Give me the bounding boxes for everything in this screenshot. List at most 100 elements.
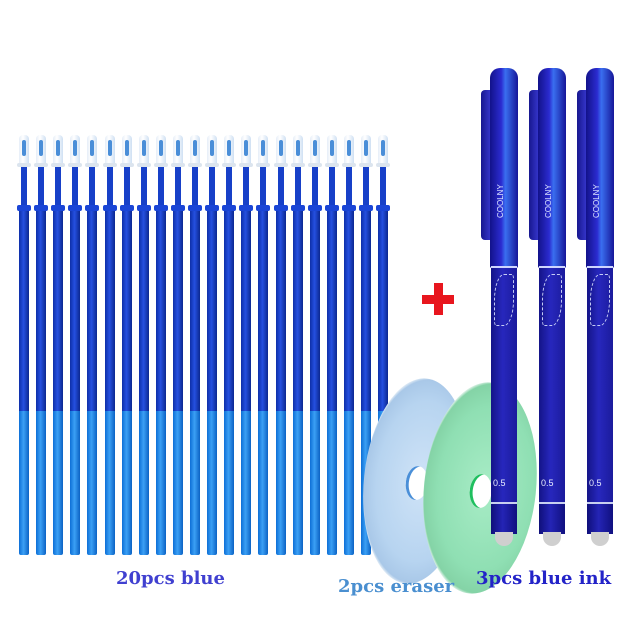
pen-tip-size: 0.5 <box>493 478 506 488</box>
refill-tip <box>309 135 320 165</box>
refill-tip <box>53 135 64 165</box>
refill-tip <box>241 135 252 165</box>
refill-ink-dark <box>378 211 389 411</box>
refill-neck <box>311 167 318 207</box>
refill-ink-dark <box>53 211 64 411</box>
refill <box>256 135 271 557</box>
refill <box>102 135 117 557</box>
refill-neck <box>55 167 62 207</box>
pen-brand: COOLNY <box>496 184 505 218</box>
pen: COOLNY 0.5 <box>529 68 566 546</box>
refill-neck <box>345 167 352 207</box>
refill-collar <box>153 163 168 167</box>
refill-tip <box>190 135 200 165</box>
refill-ink-dark <box>326 211 337 411</box>
pen-swirl-decoration <box>494 274 514 326</box>
refill-ink-dark <box>275 211 286 411</box>
refill-ink-light <box>258 411 269 555</box>
plus-icon <box>422 283 454 315</box>
pen-band <box>491 266 517 268</box>
refill-ink-dark <box>224 211 235 411</box>
pen-cap <box>538 68 566 268</box>
refill-ring <box>153 205 168 211</box>
refill-tip <box>70 135 81 165</box>
refill-collar <box>34 163 49 167</box>
refill-ring <box>273 205 288 211</box>
refill-ink-light <box>275 411 286 555</box>
refill <box>136 135 151 557</box>
refill <box>273 135 288 557</box>
refill-ink-light <box>121 411 132 555</box>
refill <box>170 135 185 557</box>
refill-tip <box>19 135 29 165</box>
refill-tip <box>138 135 149 165</box>
refill-ink-dark <box>309 211 320 411</box>
refill <box>85 135 100 557</box>
refill-neck <box>38 167 45 207</box>
refill-ring <box>51 205 66 211</box>
refill-ink-dark <box>138 211 149 411</box>
refill-ink-light <box>104 411 115 555</box>
refill-ink-light <box>224 411 235 555</box>
refill-collar <box>136 163 151 167</box>
refill-ring <box>376 205 391 211</box>
refill-collar <box>85 163 100 167</box>
refill <box>68 135 83 557</box>
refill-collar <box>17 163 31 167</box>
refill-ink-dark <box>172 211 183 411</box>
refill-tip <box>224 135 235 165</box>
refill-ink-light <box>241 411 252 555</box>
pen-cap <box>586 68 614 268</box>
refill-collar <box>205 163 220 167</box>
pen: COOLNY 0.5 <box>481 68 518 546</box>
refill <box>188 135 202 557</box>
refill-neck <box>89 167 96 207</box>
refill-ink-dark <box>70 211 81 411</box>
refill-ink-light <box>87 411 98 555</box>
refill-collar <box>273 163 288 167</box>
pen-clip <box>577 90 586 240</box>
pen-tip-size: 0.5 <box>541 478 554 488</box>
refill-tip <box>104 135 115 165</box>
refill-tip <box>258 135 269 165</box>
refill-ink-dark <box>121 211 132 411</box>
refill-ink-light <box>343 411 354 555</box>
refill-ink-dark <box>104 211 115 411</box>
refill-tip <box>172 135 183 165</box>
refill-ring <box>68 205 83 211</box>
refill <box>205 135 220 557</box>
pen-brand: COOLNY <box>544 184 553 218</box>
refill-ring <box>239 205 254 211</box>
refill-tip <box>36 135 47 165</box>
refill-ink-dark <box>207 211 218 411</box>
refill-ring <box>290 205 305 211</box>
refill-collar <box>68 163 83 167</box>
refill-ink-dark <box>292 211 303 411</box>
refill-neck <box>260 167 267 207</box>
refill-collar <box>170 163 185 167</box>
refill-ring <box>359 205 373 211</box>
pen-clip <box>529 90 538 240</box>
refill-ink-dark <box>343 211 354 411</box>
refill-neck <box>192 167 198 207</box>
refill-ink-light <box>53 411 64 555</box>
pen-grip <box>539 502 565 534</box>
refill-ring <box>256 205 271 211</box>
pen-grip <box>587 502 613 534</box>
refill-tip <box>275 135 286 165</box>
refill-ring <box>34 205 49 211</box>
refill-neck <box>277 167 284 207</box>
refill-collar <box>222 163 237 167</box>
refill-ink-light <box>70 411 81 555</box>
refill-tip <box>87 135 98 165</box>
pen-band <box>587 266 613 268</box>
refill-neck <box>380 167 387 207</box>
refill <box>34 135 49 557</box>
refill-ink-light <box>190 411 200 555</box>
refill-ring <box>222 205 237 211</box>
refill <box>153 135 168 557</box>
refill <box>239 135 254 557</box>
refill-tip <box>121 135 132 165</box>
pens-caption: 3pcs blue ink <box>476 568 612 589</box>
